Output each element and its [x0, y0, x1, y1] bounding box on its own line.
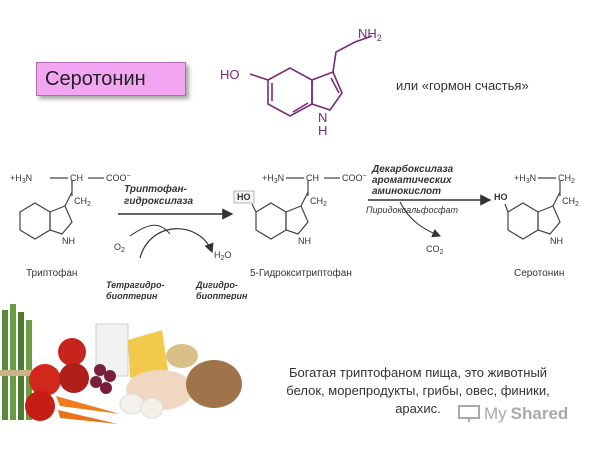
cofactor2-label: Пиридоксальфосфат [366, 205, 459, 215]
apple-icon [58, 338, 86, 366]
tryptophan-ch: CH [70, 173, 83, 183]
food-caption: Богатая триптофаном пища, это животный б… [258, 364, 578, 418]
hydroxytryptophan-ho: HO [237, 192, 251, 202]
cofactor-out-line2: биоптерин [196, 291, 248, 300]
co2-label: CO2 [426, 244, 444, 256]
carrot-icon [58, 410, 118, 424]
caption-line: Богатая триптофаном пища, это животный [288, 365, 548, 380]
carrot-icon [56, 396, 120, 414]
egg-icon [119, 393, 145, 415]
title-box: Серотонин [36, 62, 186, 96]
presentation-icon [458, 405, 480, 422]
caption-line: арахис. [395, 401, 441, 416]
cheese-icon [128, 330, 168, 378]
hydroxyl-label: HO [220, 67, 240, 82]
ring-h-label: H [318, 123, 327, 138]
o2-arc [129, 224, 171, 237]
cofactor-out-line1: Дигидро- [195, 280, 238, 290]
subtitle: или «гормон счастья» [396, 78, 529, 93]
tomato-icon [25, 391, 55, 421]
amine-label: NH2 [358, 26, 382, 43]
serotonin-name: Серотонин [514, 268, 564, 279]
enzyme2-line1: Декарбоксилаза [371, 163, 454, 175]
enzyme2-line2: ароматических [372, 175, 452, 186]
serotonin-ho: HO [494, 192, 508, 202]
ring-n-label: N [318, 110, 327, 125]
hydroxytryptophan-name: 5-Гидрокситриптофан [250, 267, 352, 279]
co2-arc [399, 201, 442, 238]
tomato-icon [29, 364, 61, 396]
enzyme2-line3: аминокислот [372, 186, 441, 197]
hydroxytryptophan-carboxyl: COO− [342, 173, 367, 183]
enzyme1-line2: гидроксилаза [124, 196, 193, 207]
tryptophan-nh: NH [62, 236, 75, 246]
hydroxytryptophan-structure [251, 177, 340, 240]
h2o-label: H2O [214, 250, 231, 262]
serotonin-structure-scheme [504, 177, 561, 240]
watermark-prefix: My [484, 404, 507, 423]
egg-icon [140, 397, 164, 419]
serotonin-amine: +H3N [514, 173, 536, 185]
serotonin-nh: NH [550, 236, 563, 246]
tryptophan-structure [19, 177, 104, 240]
tryptophan-name: Триптофан [26, 267, 77, 279]
enzyme1-line1: Триптофан- [124, 183, 188, 195]
page-title: Серотонин [45, 67, 146, 90]
food-illustration [0, 304, 242, 424]
reaction-diagram: NH2 HO N H +H3N CH COO− CH2 NH Триптофан… [10, 26, 579, 300]
cofactor-arc-1 [139, 228, 214, 259]
hydroxytryptophan-ch2: CH2 [310, 196, 327, 208]
ho-box [233, 190, 255, 204]
hydroxytryptophan-nh: NH [298, 236, 311, 246]
apple-icon [59, 363, 89, 393]
grapes-icon [90, 364, 116, 394]
tryptophan-carboxyl: COO− [106, 173, 131, 183]
caption-line: белок, морепродукты, грибы, овес, финики… [286, 383, 550, 398]
tryptophan-ch2: CH2 [74, 196, 91, 208]
asparagus-icon [0, 304, 36, 420]
cofactor-in-line1: Тетрагидро- [106, 280, 165, 290]
cofactor-in-line2: биоптерин [106, 291, 158, 300]
serotonin-ch2b: CH2 [562, 196, 579, 208]
hydroxytryptophan-amine: +H3N [262, 173, 284, 185]
o2-label: O2 [114, 242, 125, 254]
tryptophan-amine: +H3N [10, 173, 32, 185]
pasta-icon [166, 344, 198, 368]
watermark-brand: Shared [510, 404, 569, 423]
hydroxytryptophan-ch: CH [306, 173, 319, 183]
serotonin-structure-top [249, 35, 373, 117]
bread-icon [186, 360, 242, 408]
serotonin-ch2a: CH2 [558, 173, 575, 185]
